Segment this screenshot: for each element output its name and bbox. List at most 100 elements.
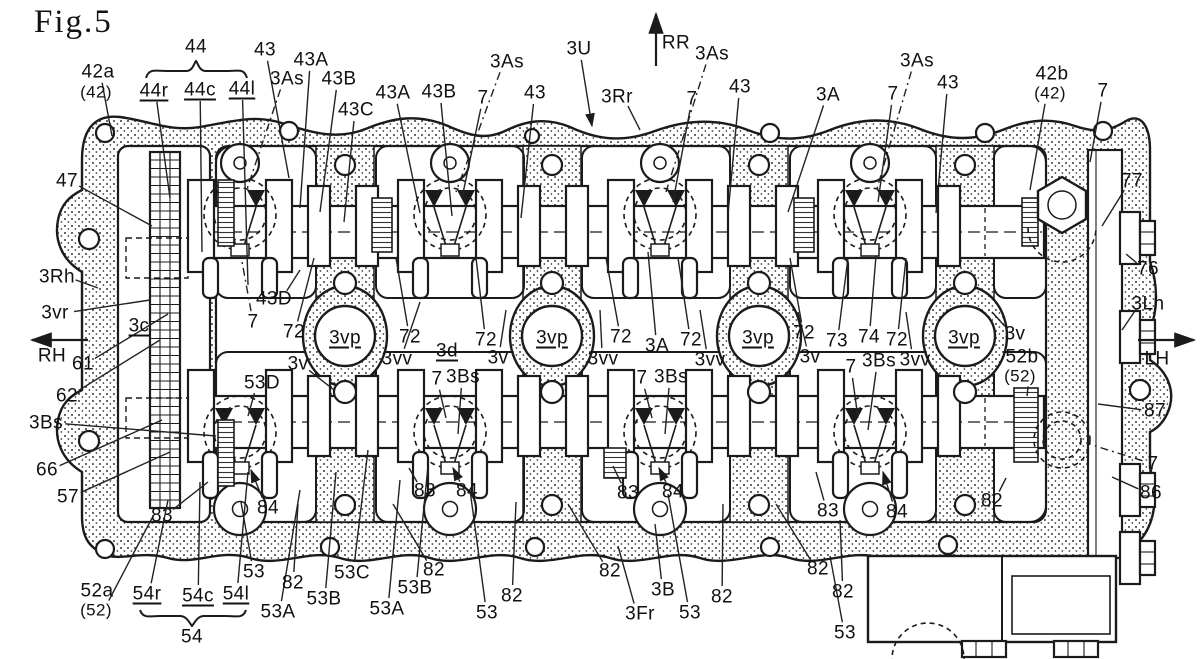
ref-label-42a: 42a [81, 61, 115, 83]
leader-57 [80, 451, 171, 494]
leader-7 [438, 389, 447, 419]
ref-label-3Lh: 3Lh [1131, 293, 1165, 315]
leader-54l [237, 471, 249, 584]
ref-label-7: 7 [477, 87, 489, 109]
ref-label-72: 72 [283, 321, 305, 343]
leader-3vr [73, 299, 151, 313]
leader-3As [455, 71, 501, 193]
leader-82 [511, 501, 517, 586]
leader-83 [172, 481, 209, 511]
leader-84 [882, 470, 894, 502]
leader-53 [829, 555, 844, 623]
ref-label-53: 53 [679, 602, 701, 624]
ref-label-3Bs: 3Bs [862, 350, 896, 372]
ref-label-44l: 44l [228, 78, 256, 100]
leader-44r [156, 101, 171, 199]
ref-label-44c: 44c [184, 79, 216, 101]
leader-3vv [699, 309, 707, 350]
leader-53 [667, 493, 689, 603]
ref-label-3vv: 3vv [694, 349, 726, 371]
ref-label-3Rr: 3Rr [601, 86, 633, 108]
ref-label-84: 84 [456, 480, 478, 502]
leader-43B [440, 102, 453, 217]
ref-label-3v: 3v [487, 347, 509, 369]
ref-label-57: 57 [57, 486, 79, 508]
ref-label-61: 61 [72, 353, 94, 375]
ref-label-3As: 3As [695, 43, 729, 65]
leader-53A [280, 489, 301, 602]
leader-47 [78, 185, 153, 227]
ref-label-43: 43 [254, 39, 276, 61]
ref-label-7: 7 [1147, 453, 1159, 475]
ref-label-43: 43 [937, 72, 959, 94]
leader-3As [875, 71, 912, 193]
leader-82 [293, 503, 299, 573]
leader-3v [308, 369, 335, 391]
ref-label-3As: 3As [270, 68, 304, 90]
ref-label-3Bs: 3Bs [654, 366, 688, 388]
leader-73 [838, 257, 849, 331]
ref-label-7: 7 [247, 311, 259, 333]
ref-label-52a: 52a [80, 580, 114, 602]
leader-52 [108, 517, 153, 601]
brace-44-group [145, 59, 248, 79]
leader-84 [250, 468, 264, 499]
ref-label-82: 82 [423, 559, 445, 581]
ref-label-83: 83 [817, 500, 839, 522]
leader-72 [897, 257, 907, 330]
leader-3B [654, 523, 663, 580]
ref-label-3v: 3v [1004, 323, 1026, 345]
ref-label-44: 44 [185, 36, 207, 58]
leader-84 [658, 466, 669, 483]
ref-label-43A: 43A [375, 82, 411, 104]
leader-83 [815, 471, 825, 501]
leader-42 [1029, 103, 1046, 191]
ref-label-74: 74 [858, 326, 880, 348]
ref-label-43A: 43A [293, 49, 329, 71]
leader-53C [353, 449, 369, 563]
leader-3As [245, 89, 282, 193]
leader-44c [199, 100, 203, 253]
leader-3v [991, 311, 1006, 327]
ref-label-7: 7 [431, 368, 443, 390]
ref-label-84: 84 [886, 501, 908, 523]
brace-54-group [139, 609, 247, 628]
ref-label-82: 82 [832, 581, 854, 603]
ref-label-53B: 53B [397, 577, 433, 599]
leader-72 [475, 257, 486, 330]
leader-72 [605, 257, 620, 327]
ref-label-3d: 3d [436, 340, 458, 362]
leader-7 [1089, 101, 1102, 163]
ref-label-43: 43 [524, 82, 546, 104]
ref-label-3vp: 3vp [742, 327, 774, 349]
ref-label-77: 77 [1121, 170, 1143, 192]
leader-3vv [403, 301, 421, 350]
ref-label-43: 43 [729, 76, 751, 98]
ref-label-3vp: 3vp [536, 327, 568, 349]
ref-label-54l: 54l [222, 583, 250, 605]
ref-label-72: 72 [399, 326, 421, 348]
ref-label-3A: 3A [644, 335, 670, 357]
ref-label-3vv: 3vv [381, 348, 413, 370]
leader-3U [580, 59, 595, 128]
ref-label-3Rh: 3Rh [38, 266, 76, 288]
leader-42a [101, 82, 113, 137]
ref-label-52: (52) [1004, 366, 1036, 386]
leader-53B [325, 471, 337, 589]
ref-label-72: 72 [793, 322, 815, 344]
leader-3Rr [627, 105, 641, 131]
leader-44l [241, 99, 249, 286]
leader-86 [1111, 476, 1139, 490]
leader-3v [797, 311, 808, 347]
leader-82 [392, 503, 428, 562]
ref-label-83: 83 [151, 505, 173, 527]
ref-label-82: 82 [282, 572, 304, 594]
leader-43 [727, 97, 740, 215]
leader-43B [319, 89, 337, 213]
ref-label-3Bs: 3Bs [29, 412, 63, 434]
ref-label-82: 82 [599, 560, 621, 582]
leader-72 [789, 257, 803, 323]
callout-leader-lines [59, 59, 1143, 623]
